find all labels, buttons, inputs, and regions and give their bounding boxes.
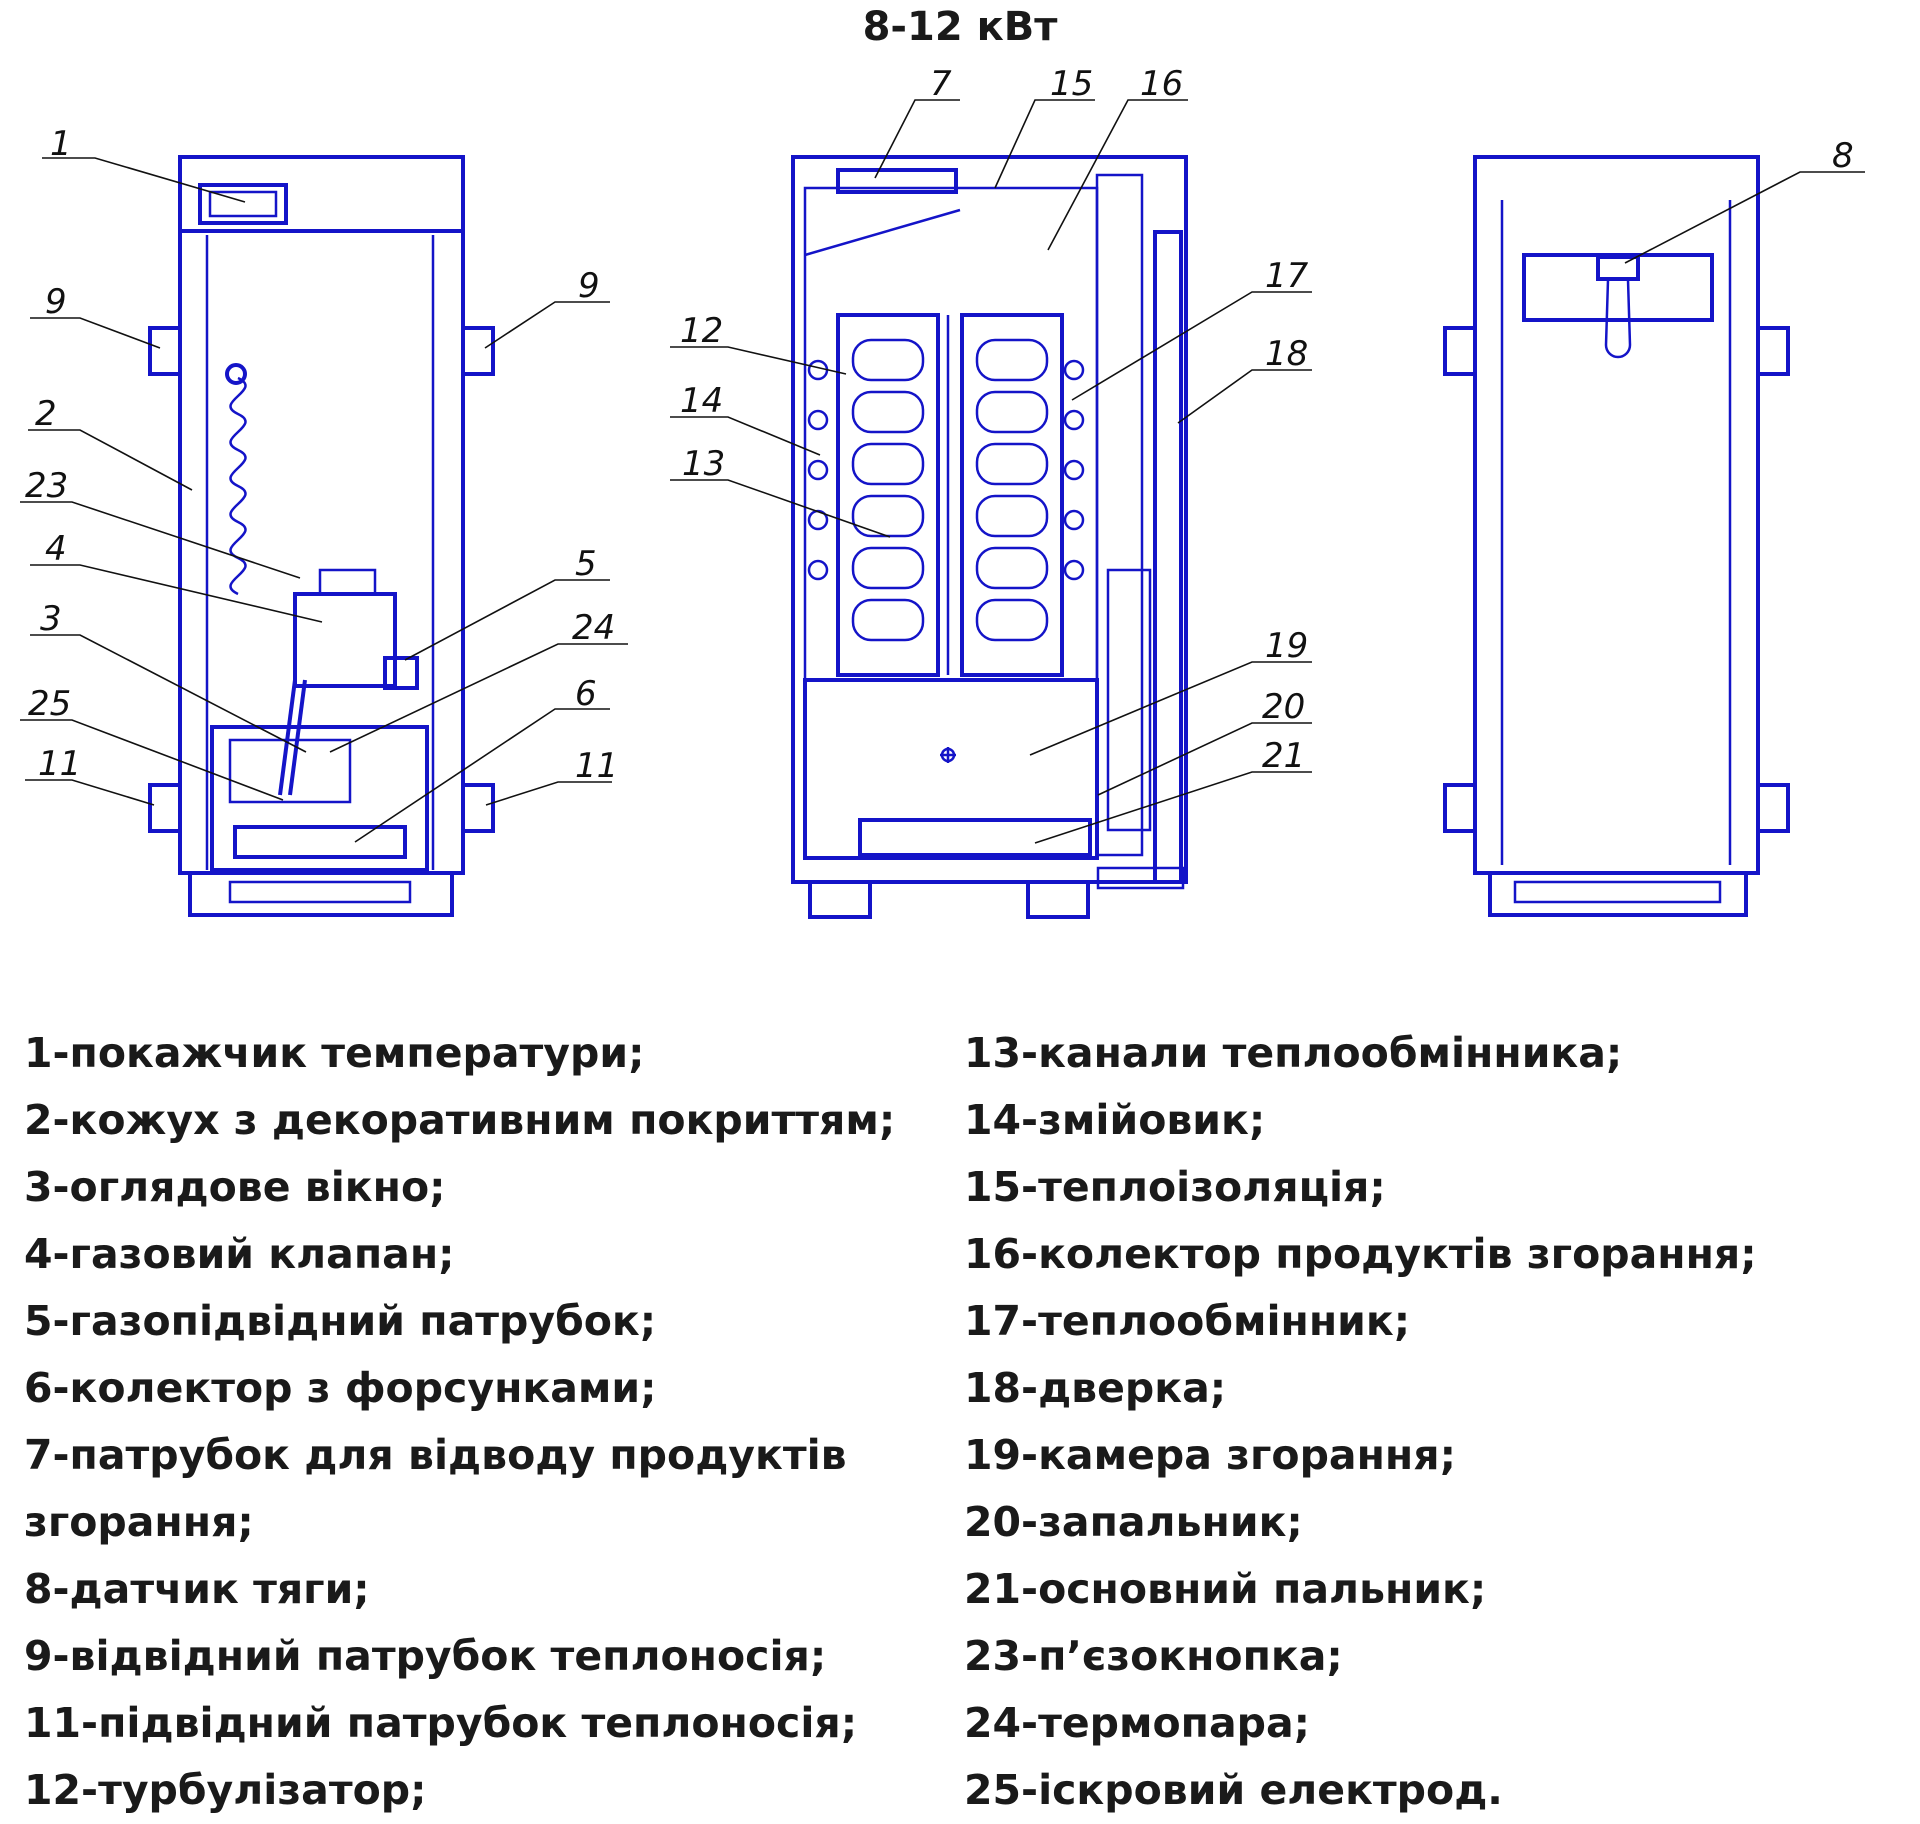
outlet-pipe-right bbox=[461, 326, 495, 376]
callout-19: 19 bbox=[1265, 626, 1308, 666]
legend-item: 15-теплоізоляція; bbox=[964, 1163, 1386, 1211]
callout-15: 15 bbox=[1050, 64, 1093, 104]
draft-sensor bbox=[1596, 255, 1640, 281]
legend-item: 18-дверка; bbox=[964, 1364, 1227, 1412]
callout-18: 18 bbox=[1265, 334, 1308, 374]
legend-item: 14-змійовик; bbox=[964, 1096, 1266, 1144]
inlet-pipe-left bbox=[148, 783, 182, 833]
callout-labels: 1 2 3 4 5 6 7 8 9 9 11 11 12 13 14 15 16… bbox=[25, 64, 1854, 786]
heat-exchanger bbox=[807, 313, 1085, 677]
flue-outlet bbox=[836, 168, 958, 194]
legend-item: 11-підвідний патрубок теплоносія; bbox=[24, 1699, 858, 1747]
inlet-pipe-right bbox=[461, 783, 495, 833]
legend-item: 6-колектор з форсунками; bbox=[24, 1364, 657, 1412]
legend-item: 5-газопідвідний патрубок; bbox=[24, 1297, 657, 1345]
callout-23: 23 bbox=[25, 466, 68, 506]
callout-1: 1 bbox=[50, 124, 72, 164]
legend-item: 23-п’єзокнопка; bbox=[964, 1632, 1343, 1680]
callout-11-right: 11 bbox=[575, 746, 618, 786]
burner-manifold bbox=[233, 825, 407, 859]
gas-valve bbox=[293, 592, 397, 688]
callout-3: 3 bbox=[40, 599, 62, 639]
callout-16: 16 bbox=[1140, 64, 1183, 104]
piezo-cable bbox=[229, 376, 247, 596]
callout-24: 24 bbox=[572, 608, 615, 648]
callout-11-left: 11 bbox=[38, 744, 81, 784]
legend-item: 12-турбулізатор; bbox=[24, 1766, 427, 1814]
callout-14: 14 bbox=[680, 381, 723, 421]
callout-20: 20 bbox=[1262, 687, 1305, 727]
main-burner bbox=[858, 818, 1092, 857]
draft-sensor-plate bbox=[1522, 253, 1714, 322]
door bbox=[1153, 230, 1183, 884]
callout-6: 6 bbox=[575, 674, 597, 714]
legend-right: 13-канали теплообмінника; 14-змійовик; 1… bbox=[964, 1020, 1904, 1824]
callout-5: 5 bbox=[575, 544, 597, 584]
legend-item: 21-основний пальник; bbox=[964, 1565, 1487, 1613]
leader-lines bbox=[20, 99, 1865, 844]
front-view bbox=[148, 155, 495, 917]
legend-item: 4-газовий клапан; bbox=[24, 1230, 455, 1278]
legend-item: 8-датчик тяги; bbox=[24, 1565, 370, 1613]
callout-9-left: 9 bbox=[45, 282, 67, 322]
legend-item: згорання; bbox=[24, 1498, 254, 1546]
outlet-pipe-left bbox=[148, 326, 182, 376]
legend-item: 7-патрубок для відводу продуктів bbox=[24, 1431, 847, 1479]
callout-7: 7 bbox=[930, 64, 952, 104]
legend-item: 24-термопара; bbox=[964, 1699, 1311, 1747]
legend-item: 20-запальник; bbox=[964, 1498, 1303, 1546]
callout-4: 4 bbox=[45, 529, 67, 569]
callout-8: 8 bbox=[1832, 136, 1854, 176]
legend-left: 1-покажчик температури; 2-кожух з декора… bbox=[24, 1020, 924, 1824]
callout-9-right: 9 bbox=[578, 266, 600, 306]
callout-21: 21 bbox=[1262, 736, 1305, 776]
callout-17: 17 bbox=[1265, 256, 1309, 296]
legend-item: 3-оглядове вікно; bbox=[24, 1163, 446, 1211]
callout-2: 2 bbox=[35, 394, 57, 434]
legend-item: 17-теплообмінник; bbox=[964, 1297, 1411, 1345]
callout-13: 13 bbox=[682, 444, 725, 484]
legend-item: 1-покажчик температури; bbox=[24, 1029, 645, 1077]
legend-item: 2-кожух з декоративним покриттям; bbox=[24, 1096, 896, 1144]
combustion-chamber bbox=[803, 678, 1099, 860]
boiler-drawings: 1 2 3 4 5 6 7 8 9 9 11 11 12 13 14 15 16… bbox=[20, 64, 1865, 919]
diagram-title: 8-12 кВт bbox=[862, 4, 1058, 50]
pilot-burner bbox=[1106, 568, 1152, 832]
temperature-gauge bbox=[198, 183, 288, 225]
callout-12: 12 bbox=[680, 311, 723, 351]
legend-item: 9-відвідний патрубок теплоносія; bbox=[24, 1632, 827, 1680]
legend-item: 13-канали теплообмінника; bbox=[964, 1029, 1623, 1077]
legend-item: 25-іскровий електрод. bbox=[964, 1766, 1503, 1814]
rear-view bbox=[1443, 155, 1790, 917]
legend-item: 16-колектор продуктів згорання; bbox=[964, 1230, 1757, 1278]
section-view bbox=[791, 155, 1188, 919]
legend-item: 19-камера згорання; bbox=[964, 1431, 1456, 1479]
callout-25: 25 bbox=[28, 684, 71, 724]
